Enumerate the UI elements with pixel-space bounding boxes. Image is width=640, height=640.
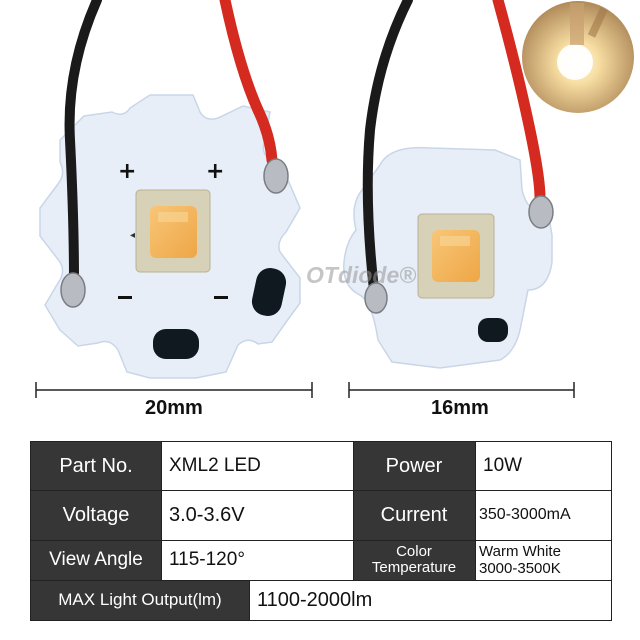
solder-joint [364,282,388,314]
product-photo: + + ◂ [35,0,634,398]
dark-pad [251,268,287,316]
spec-value-voltage: 3.0-3.6V [169,503,245,526]
board-minus-mark [118,296,132,299]
board-20mm: + + ◂ [39,0,301,379]
svg-text:◂: ◂ [130,230,135,241]
wire-black-left [64,0,102,285]
spec-value-power: 10W [483,455,523,476]
dimension-label-20mm: 20mm [145,397,203,419]
dimension-line-16mm [348,382,575,398]
board-plus-mark: + [206,159,224,184]
solder-joint [528,195,554,229]
board-plus-mark: + [118,159,136,184]
spec-value-max-output: 1100-2000lm [257,588,373,611]
spec-key-power: Power [353,442,475,490]
spec-key-current: Current [353,490,475,540]
spec-value-part-no: XML2 LED [169,455,261,476]
spec-key-max-output: MAX Light Output(lm) [31,580,249,620]
spec-value-current: 350-3000mA [479,506,571,523]
wire-black-right [362,0,413,295]
spec-key-color-line1: Color [396,543,432,560]
spec-key-voltage: Voltage [31,490,161,540]
spec-value-color-line1: Warm White [479,543,561,560]
spec-key-view-angle: View Angle [31,540,161,580]
spec-value-color-line2: 3000-3500K [479,560,561,577]
spec-value-view-angle: 115-120° [169,549,245,570]
spec-key-color-line2: Temperature [371,559,457,576]
spec-key-part-no: Part No. [31,442,161,490]
brand-watermark: OTdiode® [306,262,417,288]
board-16mm [343,0,554,369]
wire-red-right [492,0,546,204]
spec-table: Part No. XML2 LED Power 10W Voltage 3.0-… [30,441,612,621]
dark-pad [478,318,508,342]
solder-joint [263,158,289,194]
lit-led-inset [522,1,634,113]
solder-joint [60,272,86,308]
spec-key-color-temperature: Color Temperature [353,540,475,580]
dark-pad [153,329,199,359]
dimension-line-20mm [35,382,313,398]
board-minus-mark [214,296,228,299]
wire-red-left [219,0,278,166]
spec-value-color-temperature: Warm White 3000-3500K [475,540,611,580]
dimension-label-16mm: 16mm [431,397,489,419]
